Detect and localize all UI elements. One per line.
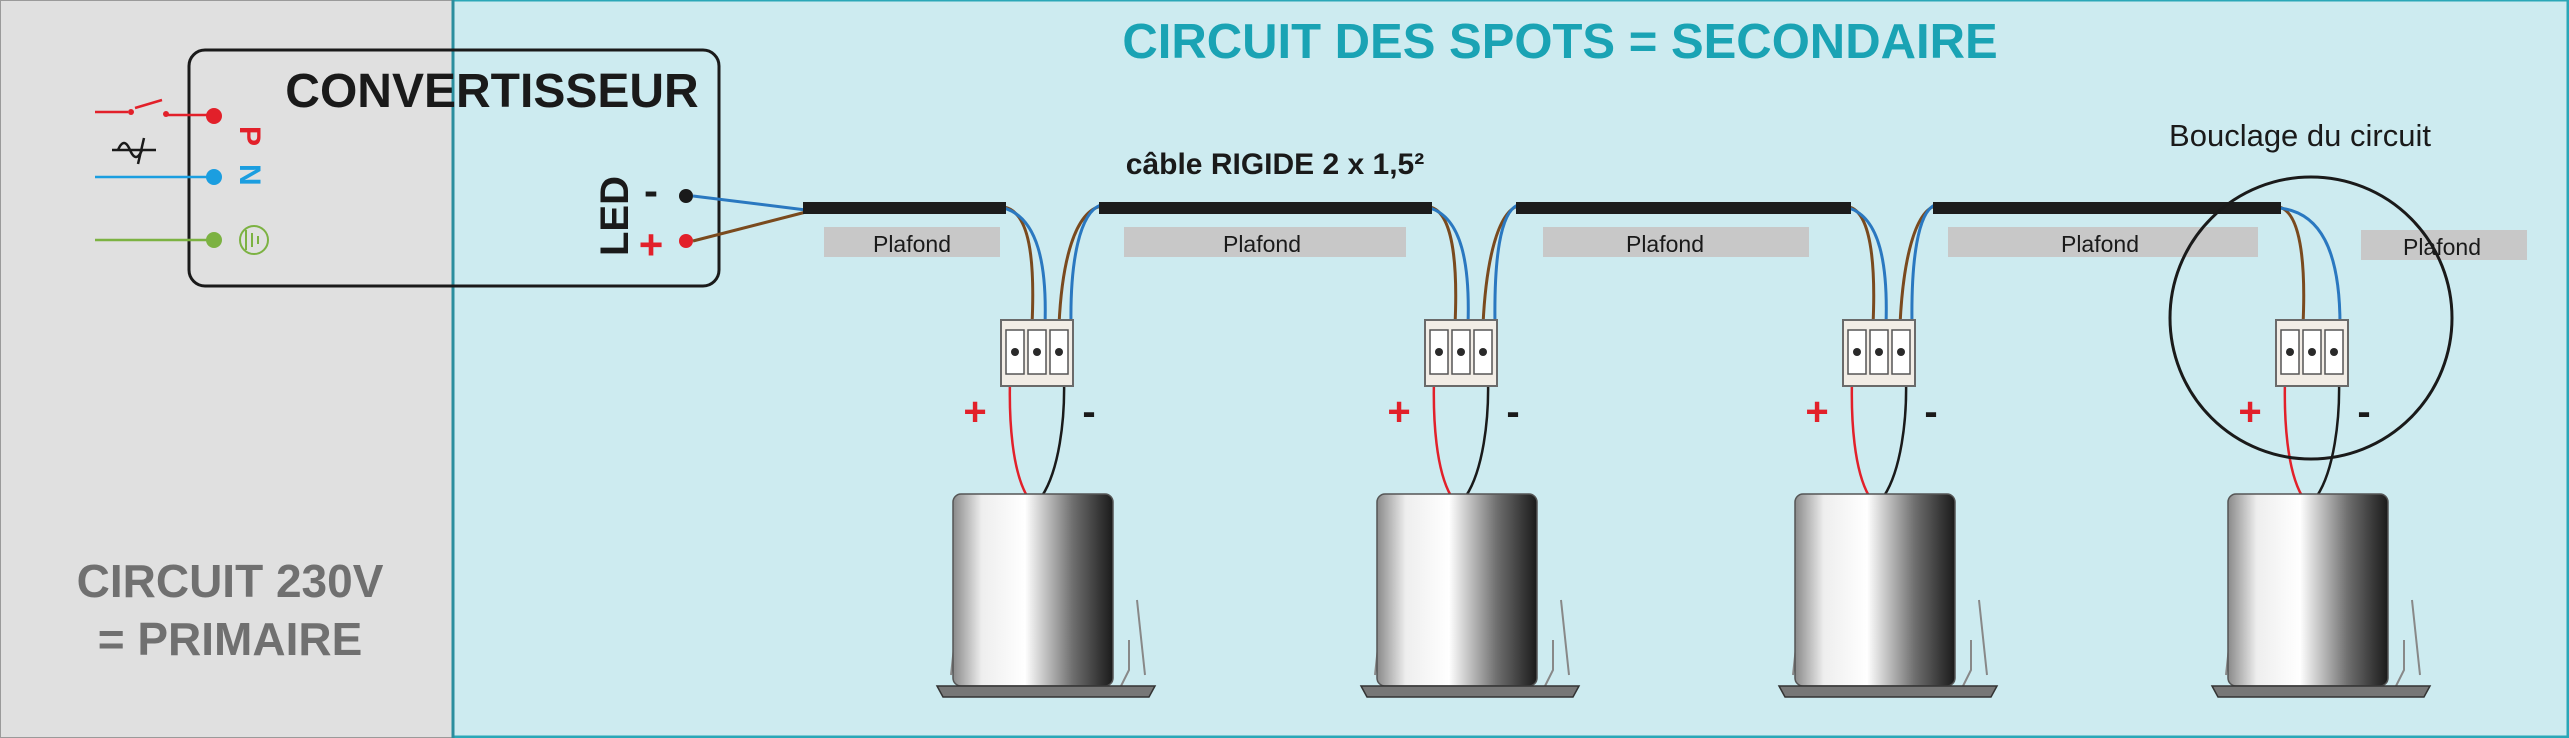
spot-plus-label: +: [963, 390, 986, 434]
earth-input: [95, 225, 269, 255]
spot-plus-label: +: [2238, 390, 2261, 434]
ac-symbol-icon: [112, 137, 156, 165]
cable-label: câble RIGIDE 2 x 1,5²: [1126, 148, 1424, 181]
spot-plus-label: +: [1387, 390, 1410, 434]
ceiling-strip: Plafond: [824, 227, 1000, 257]
converter-box: [187, 48, 721, 288]
spotlight-fixture: [935, 493, 1157, 698]
spot-assembly: +-: [935, 319, 1157, 698]
ceiling-label: Plafond: [1223, 231, 1301, 257]
earth-icon: [239, 225, 269, 255]
wire-blue: [1910, 203, 1936, 326]
ceiling-strip: Plafond: [2361, 230, 2527, 260]
spot-plus-lead: [1008, 379, 1029, 497]
primary-label-line1: CIRCUIT 230V: [77, 555, 384, 607]
spot-minus-lead: [2315, 379, 2341, 497]
led-minus-terminal: [679, 189, 693, 203]
wire-blue: [1493, 203, 1519, 326]
spot-assembly: +-: [1777, 319, 1999, 698]
ceiling-label: Plafond: [1626, 231, 1704, 257]
primary-label-line2: = PRIMAIRE: [98, 613, 363, 665]
wire-blue: [1069, 203, 1102, 326]
spot-plus-lead: [1432, 379, 1453, 497]
ceiling-label: Plafond: [2403, 234, 2481, 260]
spot-plus-label: +: [1805, 390, 1828, 434]
spot-plus-lead: [1850, 379, 1871, 497]
ceiling-label: Plafond: [2061, 231, 2139, 257]
spot-minus-label: -: [1924, 390, 1937, 434]
led-minus-wire: [692, 194, 807, 212]
neutral-label: N: [233, 164, 266, 186]
wire-blue: [1848, 206, 1888, 326]
cable-segment: [1516, 202, 1851, 214]
cable-segment: [803, 202, 1006, 214]
primary-zone: [0, 0, 454, 738]
converter-title: CONVERTISSEUR: [285, 65, 698, 118]
spot-minus-label: -: [2357, 390, 2370, 434]
neutral-input: N: [95, 164, 266, 186]
spot-minus-lead: [1464, 379, 1490, 497]
spot-plus-lead: [2283, 379, 2304, 497]
spot-minus-lead: [1882, 379, 1908, 497]
secondary-title: CIRCUIT DES SPOTS = SECONDAIRE: [1122, 15, 1997, 69]
led-minus-label: -: [644, 167, 658, 214]
ceiling-label: Plafond: [873, 231, 951, 257]
loop-highlight-circle: [2168, 175, 2454, 461]
wire-blue: [1003, 206, 1047, 326]
spots-layer: +-+-+-+-: [935, 319, 2432, 698]
spot-minus-label: -: [1082, 390, 1095, 434]
spotlight-fixture: [2210, 493, 2432, 698]
wire-blue: [1429, 206, 1470, 326]
live-input: P: [95, 98, 266, 146]
wago-connector-icon: [1842, 319, 1916, 387]
spot-assembly: +-: [1359, 319, 1581, 698]
spotlight-fixture: [1359, 493, 1581, 698]
spot-assembly: +-: [2210, 319, 2432, 698]
switch-icon: [134, 98, 163, 110]
cable-segment: [1933, 202, 2281, 214]
led-plus-label: +: [639, 221, 664, 268]
wago-connector-icon: [2275, 319, 2349, 387]
wire-blue: [2278, 206, 2342, 326]
wago-connector-icon: [1424, 319, 1498, 387]
ceiling-strip: Plafond: [1948, 227, 2258, 257]
led-plus-terminal: [679, 234, 693, 248]
loop-label: Bouclage du circuit: [2169, 118, 2431, 153]
led-plus-wire: [692, 210, 807, 243]
ceiling-strip: Plafond: [1124, 227, 1406, 257]
live-label: P: [233, 126, 266, 146]
cable-segment: [1099, 202, 1432, 214]
wago-connector-icon: [1000, 319, 1074, 387]
spot-minus-lead: [1040, 379, 1066, 497]
led-output-label: LED: [593, 176, 637, 256]
ceiling-strip: Plafond: [1543, 227, 1809, 257]
spot-minus-label: -: [1506, 390, 1519, 434]
spotlight-fixture: [1777, 493, 1999, 698]
